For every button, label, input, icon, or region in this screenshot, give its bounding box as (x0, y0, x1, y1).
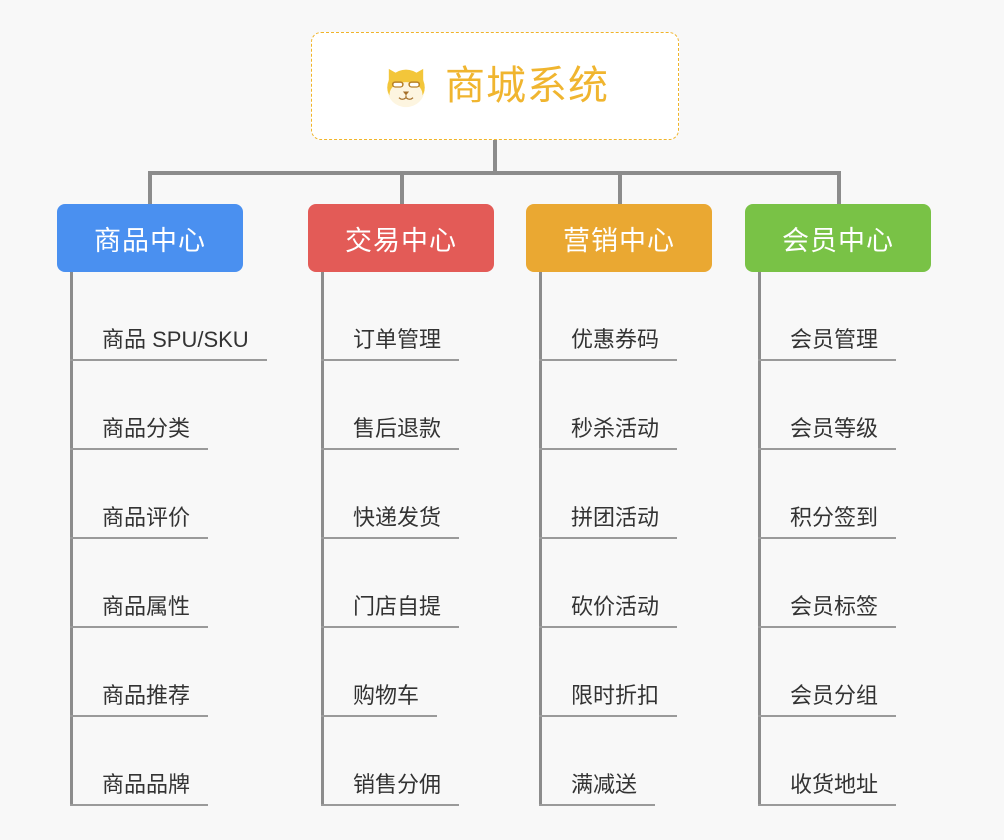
leaf-item[interactable]: 商品 SPU/SKU (57, 272, 267, 361)
category-title: 商品中心 (94, 225, 206, 256)
branch-column-2: 营销中心 优惠券码 秒杀活动 拼团活动 砍价活动 限时折扣 满减送 (526, 204, 712, 806)
branch-column-0: 商品中心 商品 SPU/SKU 商品分类 商品评价 商品属性 商品推荐 商品品牌 (57, 204, 267, 806)
category-header-0[interactable]: 商品中心 (57, 204, 243, 272)
leaf-label: 秒杀活动 (571, 415, 660, 441)
branch-column-3: 会员中心 会员管理 会员等级 积分签到 会员标签 会员分组 收货地址 (745, 204, 931, 806)
category-header-3[interactable]: 会员中心 (745, 204, 931, 272)
leaf-item[interactable]: 会员管理 (745, 272, 931, 361)
leaf-item[interactable]: 积分签到 (745, 450, 931, 539)
leaf-label: 砍价活动 (571, 593, 660, 619)
leaf-item[interactable]: 商品评价 (57, 450, 243, 539)
leaf-item[interactable]: 商品推荐 (57, 628, 243, 717)
leaf-label: 商品分类 (102, 415, 191, 441)
leaf-label: 商品属性 (102, 593, 191, 619)
leaf-label: 商品评价 (102, 504, 191, 530)
connector-root-stem (493, 140, 497, 174)
leaf-list-0: 商品 SPU/SKU 商品分类 商品评价 商品属性 商品推荐 商品品牌 (57, 272, 267, 806)
category-title: 会员中心 (782, 225, 894, 256)
connector-drop-4 (837, 171, 841, 205)
leaf-item[interactable]: 秒杀活动 (526, 361, 712, 450)
leaf-item[interactable]: 商品属性 (57, 539, 243, 628)
root-node[interactable]: 商城系统 (311, 32, 679, 140)
category-header-1[interactable]: 交易中心 (308, 204, 494, 272)
leaf-item[interactable]: 优惠券码 (526, 272, 712, 361)
connector-drop-1 (148, 171, 152, 205)
leaf-item[interactable]: 购物车 (308, 628, 494, 717)
leaf-label: 商品品牌 (102, 771, 191, 797)
leaf-label: 商品 SPU/SKU (102, 326, 249, 352)
leaf-item[interactable]: 收货地址 (745, 717, 931, 806)
connector-drop-3 (618, 171, 622, 205)
leaf-label: 会员标签 (790, 593, 879, 619)
leaf-label: 满减送 (571, 771, 638, 797)
leaf-item[interactable]: 满减送 (526, 717, 712, 806)
leaf-label: 收货地址 (790, 771, 879, 797)
leaf-item[interactable]: 会员标签 (745, 539, 931, 628)
branch-spine (70, 272, 73, 806)
leaf-label: 会员管理 (790, 326, 879, 352)
leaf-item[interactable]: 快递发货 (308, 450, 494, 539)
leaf-label: 商品推荐 (102, 682, 191, 708)
branch-column-1: 交易中心 订单管理 售后退款 快递发货 门店自提 购物车 销售分佣 (308, 204, 494, 806)
connector-drop-2 (400, 171, 404, 205)
leaf-item[interactable]: 商品分类 (57, 361, 243, 450)
leaf-item[interactable]: 拼团活动 (526, 450, 712, 539)
leaf-item[interactable]: 限时折扣 (526, 628, 712, 717)
leaf-label: 购物车 (353, 682, 420, 708)
leaf-label: 会员等级 (790, 415, 879, 441)
branch-spine (321, 272, 324, 806)
branch-spine (758, 272, 761, 806)
category-header-2[interactable]: 营销中心 (526, 204, 712, 272)
leaf-item[interactable]: 会员分组 (745, 628, 931, 717)
leaf-item[interactable]: 售后退款 (308, 361, 494, 450)
leaf-label: 拼团活动 (571, 504, 660, 530)
leaf-item[interactable]: 商品品牌 (57, 717, 243, 806)
leaf-list-3: 会员管理 会员等级 积分签到 会员标签 会员分组 收货地址 (745, 272, 931, 806)
leaf-label: 订单管理 (353, 326, 442, 352)
shiba-dog-icon (387, 68, 425, 108)
leaf-list-1: 订单管理 售后退款 快递发货 门店自提 购物车 销售分佣 (308, 272, 494, 806)
leaf-label: 门店自提 (353, 593, 442, 619)
leaf-item[interactable]: 门店自提 (308, 539, 494, 628)
leaf-item[interactable]: 销售分佣 (308, 717, 494, 806)
leaf-label: 积分签到 (790, 504, 879, 530)
category-title: 交易中心 (345, 225, 457, 256)
connector-horizontal-bus (148, 171, 840, 175)
leaf-label: 快递发货 (353, 504, 442, 530)
leaf-label: 会员分组 (790, 682, 879, 708)
leaf-label: 售后退款 (353, 415, 442, 441)
leaf-item[interactable]: 会员等级 (745, 361, 931, 450)
category-title: 营销中心 (563, 225, 675, 256)
branch-spine (539, 272, 542, 806)
root-title: 商城系统 (445, 64, 609, 108)
leaf-label: 限时折扣 (571, 682, 660, 708)
leaf-list-2: 优惠券码 秒杀活动 拼团活动 砍价活动 限时折扣 满减送 (526, 272, 712, 806)
leaf-label: 销售分佣 (353, 771, 442, 797)
leaf-label: 优惠券码 (571, 326, 660, 352)
leaf-item[interactable]: 砍价活动 (526, 539, 712, 628)
leaf-item[interactable]: 订单管理 (308, 272, 494, 361)
